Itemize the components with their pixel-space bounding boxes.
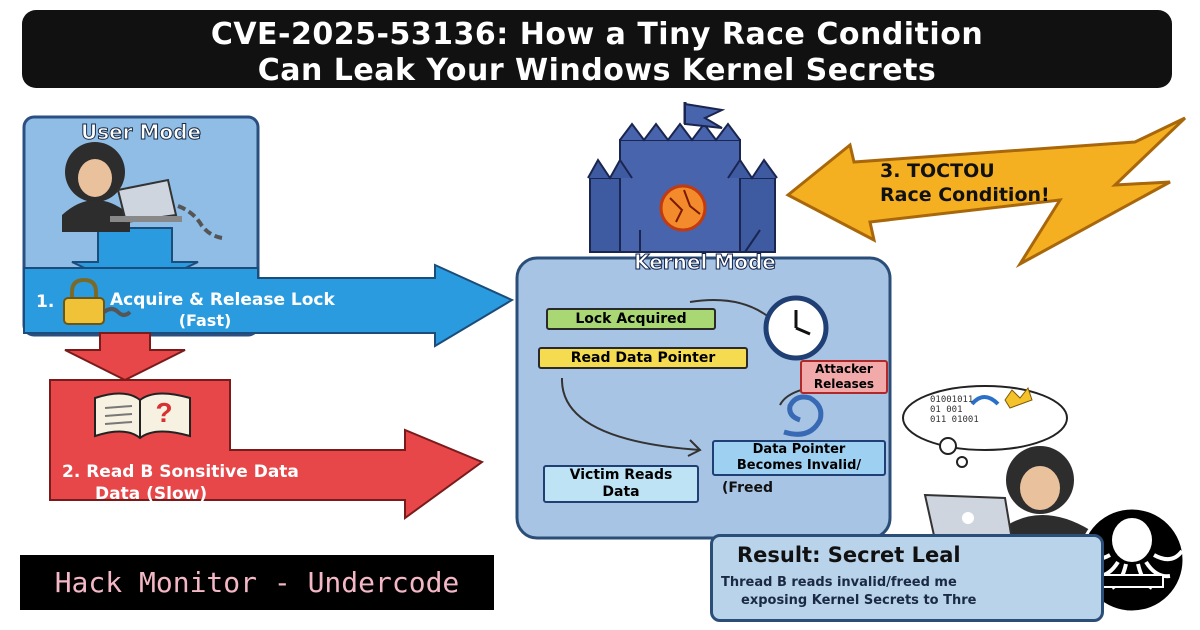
read-pointer-tag: Read Data Pointer [538,347,748,369]
bits-row3: 011 01001 [930,415,979,425]
key-icon [970,395,1000,406]
lock-acquired-tag: Lock Acquired [546,308,716,330]
step2-line1: 2. Read B Sonsitive Data [62,462,299,482]
flow-arrow-lock-to-clock [689,299,771,319]
title-line-2: Can Leak Your Windows Kernel Secrets [257,53,937,88]
invalid-line2: Becomes Invalid/ [736,458,862,473]
thought-binary: 01001011 01 001 011 01001 [930,395,1040,425]
result-title: Result: Secret Leal [737,543,961,567]
clock-icon [763,295,829,361]
toctou-line1: 3. TOCTOU [880,160,995,182]
hacker-laptop-icon [923,446,1090,545]
swirl-icon [783,394,824,437]
crown-icon [1004,386,1033,409]
book-question-icon: ? [94,392,191,440]
attacker-releases-tag: Attacker Releases [800,360,888,394]
result-line1: Thread B reads invalid/freed me [721,575,957,590]
victim-line1: Victim Reads [569,467,673,483]
user-mode-label: User Mode [80,120,202,145]
flow-arrow-curve [560,377,701,451]
invalid-line1: Data Pointer [752,442,846,457]
red-down-arrow [64,332,186,382]
title-line-1: CVE-2025-53136: How a Tiny Race Conditio… [210,17,984,52]
attacker-line1: Attacker [815,362,873,376]
castle-icon [587,102,778,253]
toctou-lightning-arrow [785,116,1187,269]
step2-line2: Data (Slow) [95,484,208,504]
step1-line2: (Fast) [178,311,232,330]
freed-label: (Freed [722,480,773,496]
bits-row2: 01 001 [930,405,963,415]
kernel-mode-label: Kernel Mode [634,250,777,275]
victim-reads-tag: Victim Reads Data [543,465,699,503]
attacker-line2: Releases [813,377,875,391]
undercode-octopus-logo [1078,506,1186,614]
flow-arrowhead [687,439,702,457]
blue-right-arrow [23,263,515,348]
watermark-banner: Hack Monitor - Undercode [20,555,494,610]
bits-row1: 01001011 [930,395,974,405]
hacker-user-mode-icon [62,142,223,240]
step1-line1: Acquire & Release Lock [110,290,335,310]
victim-line2: Data [602,484,640,500]
svg-text:?: ? [155,397,172,428]
result-line2: exposing Kernel Secrets to Thre [741,593,977,608]
padlock-icon [63,277,132,325]
result-box: Result: Secret Leal Thread B reads inval… [710,534,1104,622]
pointer-invalid-tag: Data Pointer Becomes Invalid/ [712,440,886,476]
toctou-line2: Race Condition! [880,184,1050,206]
step1-number: 1. [36,292,55,312]
title-banner: CVE-2025-53136: How a Tiny Race Conditio… [22,10,1172,88]
